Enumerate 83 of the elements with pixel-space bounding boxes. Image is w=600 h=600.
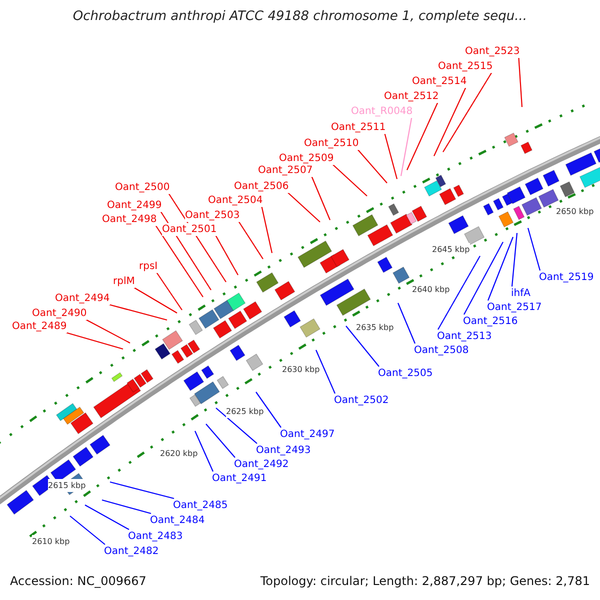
scale-label: 2635 kbp (356, 321, 394, 334)
leader-line (442, 72, 492, 152)
gene-label: Oant_2510 (304, 136, 359, 150)
leader-line (85, 319, 130, 344)
footer-text: Topology: circular; Length: 2,887,297 bp; Genes: 2,781 (260, 574, 590, 589)
gene-label: Oant_2500 (115, 180, 170, 194)
gene-label: Oant_2494 (55, 292, 110, 304)
leader-line (434, 87, 466, 156)
leader-line (215, 235, 238, 276)
scale-label: 2625 kbp (226, 405, 264, 418)
gene-label: Oant_2492 (234, 458, 289, 470)
gene-label: Oant_2508 (414, 344, 469, 356)
gene-label: Oant_2519 (539, 270, 594, 284)
leader-line (464, 242, 504, 315)
scale-label: 2615 kbp (48, 479, 86, 492)
gene-label: Oant_2490 (32, 306, 87, 320)
gene-label: Oant_2507 (258, 164, 313, 176)
leader-line (527, 228, 541, 271)
gene-label: Oant_2504 (208, 194, 263, 206)
leader-line (108, 304, 168, 321)
gene-label: Oant_2509 (279, 152, 334, 164)
gene-label: Oant_2484 (150, 514, 205, 526)
leader-line (66, 332, 124, 350)
gene-label: rplM (113, 274, 135, 288)
gene-label: rpsI (139, 260, 158, 272)
leader-line (398, 302, 416, 344)
gene-label: Oant_2516 (463, 314, 518, 328)
leader-line (316, 350, 336, 394)
gene-label: Oant_2489 (12, 320, 67, 332)
leader-line (357, 149, 388, 184)
leader-line (84, 504, 130, 530)
map-title: Ochrobactrum anthropi ATCC 49188 chromosome 1, complete sequ... (72, 9, 528, 24)
scale-label: 2610 kbp (32, 535, 70, 548)
gene-label: Oant_2499 (107, 198, 162, 212)
leader-line (406, 102, 438, 170)
gene-label: Oant_2498 (102, 212, 157, 226)
leader-line (511, 232, 518, 287)
gene-label: Oant_2523 (465, 44, 520, 58)
leader-line (346, 326, 380, 367)
gene-label: Oant_2502 (334, 394, 389, 406)
leader-line (332, 164, 368, 196)
gene-label: Oant_2513 (437, 330, 492, 342)
leader-line (134, 287, 178, 314)
leader-line (156, 272, 182, 310)
leader-line (384, 133, 398, 180)
gene-label: Oant_2515 (438, 60, 493, 72)
gene-label: Oant_2511 (331, 120, 386, 134)
leader-line (261, 206, 273, 254)
leader-line (216, 408, 258, 444)
leader-line (70, 516, 106, 545)
leader-line (287, 192, 320, 222)
leader-line (400, 117, 412, 176)
scale-label: 2645 kbp (432, 243, 470, 256)
leader-line (256, 392, 282, 428)
leader-line (155, 225, 204, 298)
gene-label: Oant_2517 (487, 300, 542, 314)
leader-line (438, 256, 480, 330)
scale-label: 2620 kbp (160, 447, 198, 460)
scale-label: 2640 kbp (412, 283, 450, 296)
gene-label: Oant_R0048 (351, 104, 413, 118)
leader-line (110, 481, 174, 500)
scale-label: 2650 kbp (556, 205, 594, 218)
gene-label: Oant_2485 (173, 498, 228, 512)
leader-line (311, 176, 330, 220)
scale-label: 2630 kbp (282, 363, 320, 376)
gene-label: Oant_2512 (384, 90, 439, 102)
leader-line (206, 424, 236, 458)
gene-label: Oant_2506 (234, 180, 289, 192)
leader-line (487, 236, 514, 301)
gene-label: Oant_2491 (212, 472, 267, 484)
footer-text: Accession: NC_009667 (10, 574, 146, 589)
leader-line (102, 499, 152, 514)
gene-label: Oant_2482 (104, 544, 159, 558)
gene-label: Oant_2505 (378, 366, 433, 380)
gene-label: Oant_2497 (280, 428, 335, 440)
leader-line (238, 221, 264, 260)
gene-label: Oant_2503 (185, 208, 240, 222)
gene-label: Oant_2493 (256, 444, 311, 456)
gene-label: Oant_2483 (128, 530, 183, 542)
leader-line (194, 430, 214, 472)
leader-line (518, 57, 523, 108)
gene-label: Oant_2514 (412, 74, 467, 88)
gene-label: Oant_2501 (162, 222, 217, 236)
